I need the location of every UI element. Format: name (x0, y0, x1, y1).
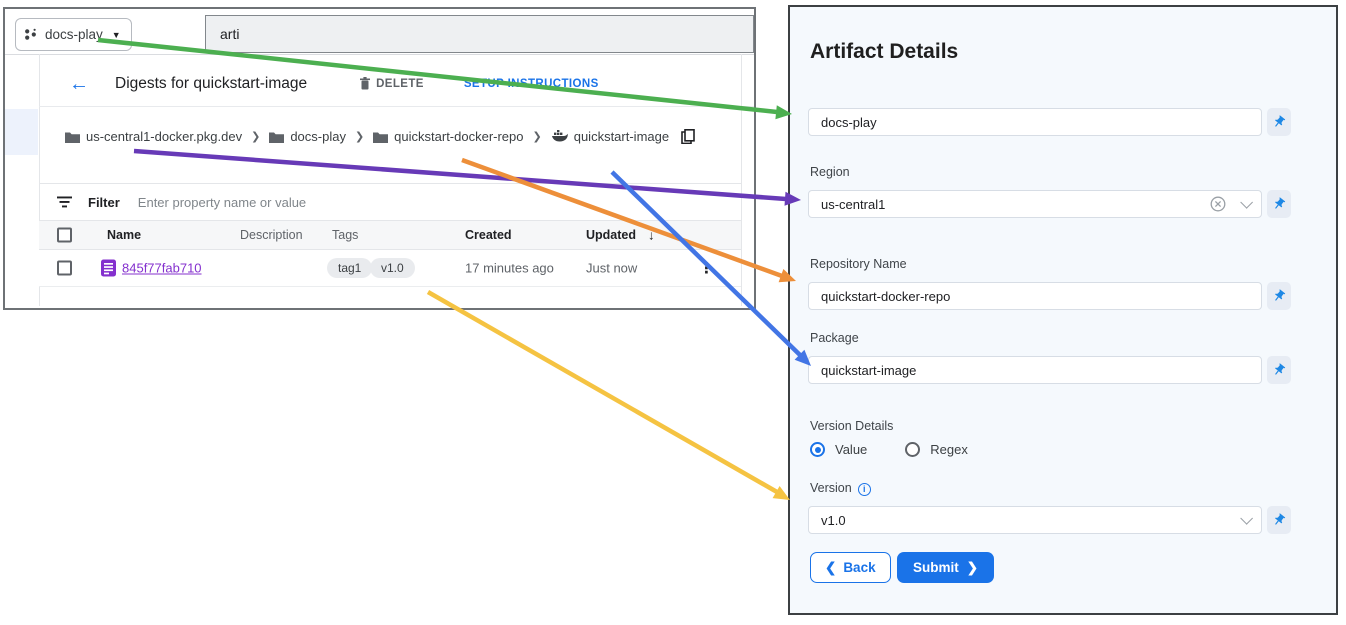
project-selector-button[interactable]: docs-play ▼ (15, 18, 132, 51)
repository-field[interactable]: quickstart-docker-repo (808, 282, 1262, 310)
tag-chip[interactable]: tag1 (327, 258, 373, 278)
column-header-tags[interactable]: Tags (332, 228, 359, 242)
select-all-checkbox[interactable] (57, 227, 72, 243)
pin-icon (1275, 197, 1286, 209)
version-details-radios: Value Regex (810, 442, 968, 457)
pin-icon (1275, 513, 1286, 525)
pin-button[interactable] (1267, 282, 1291, 310)
breadcrumb-label: quickstart-docker-repo (394, 129, 524, 144)
column-header-created[interactable]: Created (465, 228, 512, 242)
region-label: Region (810, 165, 850, 179)
pin-button[interactable] (1267, 356, 1291, 384)
back-button[interactable]: ❮ Back (810, 552, 891, 583)
tag-chip[interactable]: v1.0 (370, 258, 415, 278)
chevron-down-icon[interactable] (1240, 195, 1253, 209)
setup-instructions-button[interactable]: SETUP INSTRUCTIONS (463, 77, 599, 90)
pin-button[interactable] (1267, 108, 1291, 136)
region-field-value: us-central1 (821, 196, 886, 212)
project-grid-icon (25, 28, 36, 40)
table-header-row: Name Description Tags Created Updated ↓ (39, 221, 741, 250)
pin-button[interactable] (1267, 506, 1291, 534)
page-header: ← Digests for quickstart-image DELETE SE… (39, 61, 741, 106)
sort-desc-icon[interactable]: ↓ (648, 227, 655, 243)
topbar-divider (5, 54, 754, 55)
breadcrumb-label: us-central1-docker.pkg.dev (86, 129, 243, 144)
radio-regex[interactable] (905, 442, 921, 457)
package-field-value: quickstart-image (821, 362, 917, 378)
column-header-updated[interactable]: Updated (586, 228, 636, 242)
row-checkbox[interactable] (57, 260, 72, 276)
nav-rail-highlight[interactable] (5, 109, 38, 155)
breadcrumb-separator: ❯ (532, 131, 542, 143)
container-image-icon (551, 130, 568, 142)
breadcrumb-separator: ❯ (354, 131, 365, 143)
created-cell: 17 minutes ago (465, 260, 554, 276)
search-input[interactable] (220, 26, 727, 42)
repository-label: Repository Name (810, 257, 907, 271)
arrow-yellow-version (426, 290, 790, 500)
pin-icon (1275, 363, 1286, 375)
copy-icon[interactable] (681, 129, 695, 144)
radio-value[interactable] (810, 442, 825, 457)
filter-bar[interactable]: Filter Enter property name or value (39, 183, 741, 221)
package-label: Package (810, 331, 859, 345)
submit-button[interactable]: Submit ❯ (897, 552, 995, 583)
breadcrumb-item[interactable]: us-central1-docker.pkg.dev (65, 129, 242, 144)
column-header-name[interactable]: Name (107, 228, 142, 242)
column-header-description[interactable]: Description (240, 228, 303, 242)
form-title: Artifact Details (810, 40, 959, 63)
folder-icon (269, 132, 285, 143)
delete-button[interactable]: DELETE (359, 77, 424, 90)
breadcrumb: us-central1-docker.pkg.dev ❯ docs-play ❯… (65, 129, 695, 144)
breadcrumb-item[interactable]: quickstart-image (551, 129, 669, 144)
search-bar[interactable] (205, 15, 754, 53)
updated-cell: Just now (586, 260, 638, 276)
nav-rail-divider (39, 54, 40, 306)
dropdown-caret-icon: ▼ (111, 29, 121, 40)
folder-icon (65, 132, 80, 143)
breadcrumb-label: quickstart-image (573, 129, 670, 144)
pin-icon (1275, 289, 1286, 301)
repository-field-value: quickstart-docker-repo (821, 288, 951, 304)
table-row[interactable]: 845f77fab710 tag1 v1.0 17 minutes ago Ju… (39, 250, 741, 287)
breadcrumb-label: docs-play (290, 129, 346, 144)
region-field[interactable]: us-central1 (808, 190, 1262, 218)
breadcrumb-item[interactable]: quickstart-docker-repo (373, 129, 524, 144)
filter-label: Filter (88, 194, 120, 210)
clear-icon[interactable] (1210, 196, 1226, 212)
row-menu-kebab-icon[interactable]: ⋮ (699, 260, 714, 277)
page-title: Digests for quickstart-image (115, 74, 308, 92)
project-field[interactable]: docs-play (808, 108, 1262, 136)
project-field-value: docs-play (821, 114, 877, 130)
chevron-left-icon: ❮ (825, 559, 837, 575)
filter-placeholder: Enter property name or value (137, 194, 307, 210)
header-divider (39, 106, 754, 107)
artifact-details-panel: Artifact Details docs-play Region us-cen… (788, 5, 1338, 615)
breadcrumb-separator: ❯ (251, 131, 261, 143)
info-icon[interactable]: i (857, 482, 871, 496)
delete-label: DELETE (376, 77, 424, 90)
filter-icon (57, 196, 72, 208)
console-panel: docs-play ▼ ← Digests for quickstart-ima… (3, 7, 756, 310)
digest-icon (101, 259, 116, 277)
radio-regex-label: Regex (930, 442, 968, 457)
version-field[interactable]: v1.0 (808, 506, 1262, 534)
trash-icon (360, 77, 371, 90)
folder-icon (373, 132, 389, 143)
radio-value-label: Value (835, 442, 868, 457)
back-arrow-icon[interactable]: ← (69, 72, 89, 95)
pin-button[interactable] (1267, 190, 1291, 218)
content-right-divider (741, 54, 742, 306)
chevron-down-icon[interactable] (1240, 511, 1253, 525)
breadcrumb-item[interactable]: docs-play (269, 129, 346, 144)
pin-icon (1275, 115, 1286, 127)
version-details-label: Version Details (810, 419, 894, 433)
chevron-right-icon: ❯ (966, 559, 979, 575)
version-field-value: v1.0 (821, 512, 846, 528)
digest-link[interactable]: 845f77fab710 (122, 260, 202, 276)
project-selector-label: docs-play (45, 27, 103, 42)
package-field[interactable]: quickstart-image (808, 356, 1262, 384)
